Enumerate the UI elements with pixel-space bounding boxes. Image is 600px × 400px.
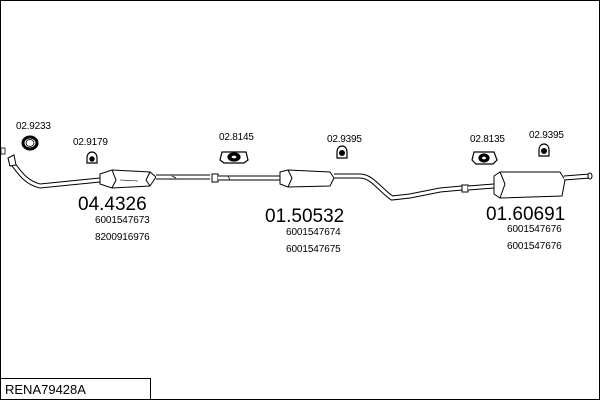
part-number: 01.50532 [265, 206, 345, 227]
oem-number: 8200916976 [95, 232, 150, 243]
clamp-icon [336, 145, 348, 159]
title-box [0, 378, 151, 399]
oem-number: 6001547676 [507, 241, 562, 252]
rubber-hanger-icon [471, 151, 498, 165]
accessory-label: 02.8135 [470, 134, 505, 145]
part-number: 01.60691 [486, 204, 566, 225]
accessory-label: 02.9395 [327, 134, 362, 145]
clamp-icon [538, 143, 550, 157]
oem-number: 6001547674 [286, 227, 341, 238]
accessory-label: 02.8145 [219, 132, 254, 143]
rubber-hanger-icon [219, 151, 249, 164]
middle-pipe-silencer [211, 169, 469, 201]
edge-marker [0, 147, 6, 155]
part-number: 04.4326 [78, 194, 147, 215]
accessory-label: 02.9179 [73, 137, 108, 148]
clamp-icon [86, 151, 98, 164]
accessory-label: 02.9395 [529, 130, 564, 141]
oem-number: 6001547673 [95, 215, 150, 226]
accessory-label: 02.9233 [16, 121, 51, 132]
gasket-icon [21, 135, 39, 151]
diagram-title: RENA79428A [5, 382, 86, 397]
oem-number: 6001547675 [286, 244, 341, 255]
oem-number: 6001547676 [507, 224, 562, 235]
front-pipe-catalyst [7, 154, 210, 189]
rear-silencer [467, 171, 593, 199]
